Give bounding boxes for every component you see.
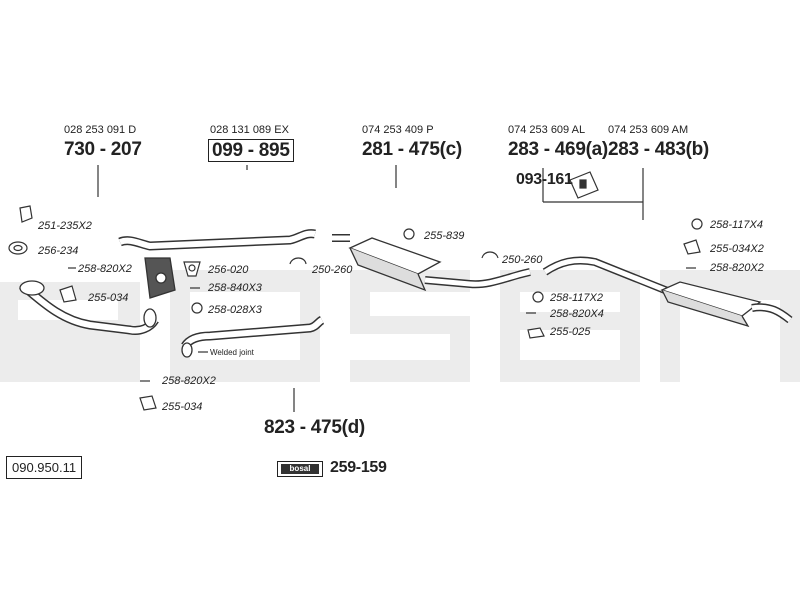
oem-number: 074 253 609 AL	[508, 124, 586, 136]
fitting-label: 258-820X2	[710, 262, 764, 274]
oem-number: 028 131 089 EX	[210, 124, 289, 136]
hanger-icon	[683, 239, 701, 255]
downpipe-099-895	[118, 229, 316, 299]
fitting-label: 250-260	[502, 254, 543, 266]
nut-icon	[191, 302, 203, 314]
pipe-823-475	[181, 315, 325, 358]
oem-number: 028 253 091 D	[64, 124, 137, 136]
ring-icon	[403, 228, 415, 240]
hanger-icon	[59, 285, 77, 303]
clamp-icon	[19, 205, 33, 223]
bracket-part-number: 093-161	[516, 171, 573, 188]
fitting-label: 256-234	[38, 245, 79, 257]
fitting-label: 258-820X4	[550, 308, 604, 320]
fitting-label: 258-117X2	[550, 292, 604, 304]
fitting-label: 258-820X2	[78, 263, 132, 275]
front-pipe-730-207	[19, 280, 159, 335]
oem-number: 074 253 409 P	[362, 124, 434, 136]
fitting-label: 251-235X2	[38, 220, 92, 232]
oem-number: 074 253 609 AM	[608, 124, 689, 136]
fitting-label: 256-020	[208, 264, 249, 276]
clamp-icon	[481, 251, 499, 259]
hanger-icon	[527, 327, 545, 339]
ring-icon	[532, 291, 544, 303]
catalog-number: 090.950.11	[6, 456, 83, 479]
bosal-logo: bosal	[277, 461, 323, 477]
bracket-093-161	[569, 171, 599, 199]
part-number: 283 - 469(a)	[508, 139, 608, 160]
part-number: 283 - 483(b)	[608, 139, 709, 160]
brand-part-number: 259-159	[330, 459, 387, 476]
part-number-boxed: 099 - 895	[208, 139, 294, 162]
fitting-label: 250-260	[312, 264, 353, 276]
hanger-icon	[139, 395, 157, 411]
fitting-label: 255-034	[162, 401, 203, 413]
ring-icon	[691, 218, 703, 230]
welded-joint-note: Welded joint	[210, 348, 254, 357]
fitting-label: 258-028X3	[208, 304, 262, 316]
fitting-label: 258-117X4	[710, 219, 764, 231]
fitting-label: 255-025	[550, 326, 591, 338]
fitting-label: 258-840X3	[208, 282, 262, 294]
fitting-label: 255-034X2	[710, 243, 764, 255]
fitting-label: 255-839	[424, 230, 465, 242]
part-number: 281 - 475(c)	[362, 139, 462, 160]
rear-silencer-283-469	[542, 256, 793, 328]
fitting-label: 258-820X2	[162, 375, 216, 387]
fitting-label: 255-034	[88, 292, 129, 304]
part-number: 730 - 207	[64, 139, 142, 160]
center-silencer-281-475	[332, 234, 531, 292]
part-number: 823 - 475(d)	[264, 417, 365, 438]
clamp-icon	[289, 257, 307, 265]
bosal-logo-text: bosal	[281, 464, 319, 474]
